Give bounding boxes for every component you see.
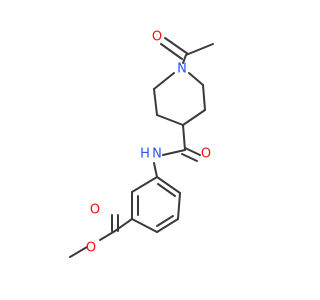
atom-h-amide: H xyxy=(140,147,150,162)
bond-amide-c-n xyxy=(162,149,186,156)
bond-benz-inner-a xyxy=(157,183,176,197)
bond-benz-6-1 xyxy=(131,176,158,193)
bond-amide-co-1 xyxy=(184,147,201,156)
bond-ring-c4-c5 xyxy=(182,109,206,126)
bond-benz-2-3 xyxy=(177,192,181,220)
bond-ring-c3-c4 xyxy=(156,114,184,126)
bond-acetyl-carbonyl-1 xyxy=(164,37,189,55)
bond-benz-4-5 xyxy=(131,218,158,233)
atom-o-ester-methoxy: O xyxy=(86,241,96,256)
bond-o-methyl xyxy=(69,246,88,258)
bond-ring-c2-c3 xyxy=(153,88,158,116)
bond-benz-3-4 xyxy=(156,218,179,233)
bond-ring-c6-n xyxy=(188,72,204,86)
atom-n-amide: N xyxy=(152,147,162,162)
bond-n-aryl xyxy=(153,162,158,178)
atom-o-ester-carbonyl: O xyxy=(90,203,100,218)
bond-amide-co-2 xyxy=(181,153,198,162)
bond-acetyl-n xyxy=(182,54,187,64)
bond-ring-c5-c6 xyxy=(202,84,206,111)
bond-acetyl-carbonyl-2 xyxy=(160,43,183,60)
bond-benz-1-2 xyxy=(156,176,181,194)
atom-o-amide: O xyxy=(201,147,211,162)
molecule-structure: O N H N O O O xyxy=(69,30,214,258)
bond-ester-c-o xyxy=(99,230,116,241)
bond-ring-n-c2 xyxy=(153,72,175,90)
bond-c4-amide-c xyxy=(182,124,186,151)
atom-o-acetyl: O xyxy=(152,30,162,45)
bond-acetyl-methyl xyxy=(185,43,214,56)
bond-benz-inner-b xyxy=(156,215,174,227)
atom-n-piperidine: N xyxy=(177,62,187,77)
